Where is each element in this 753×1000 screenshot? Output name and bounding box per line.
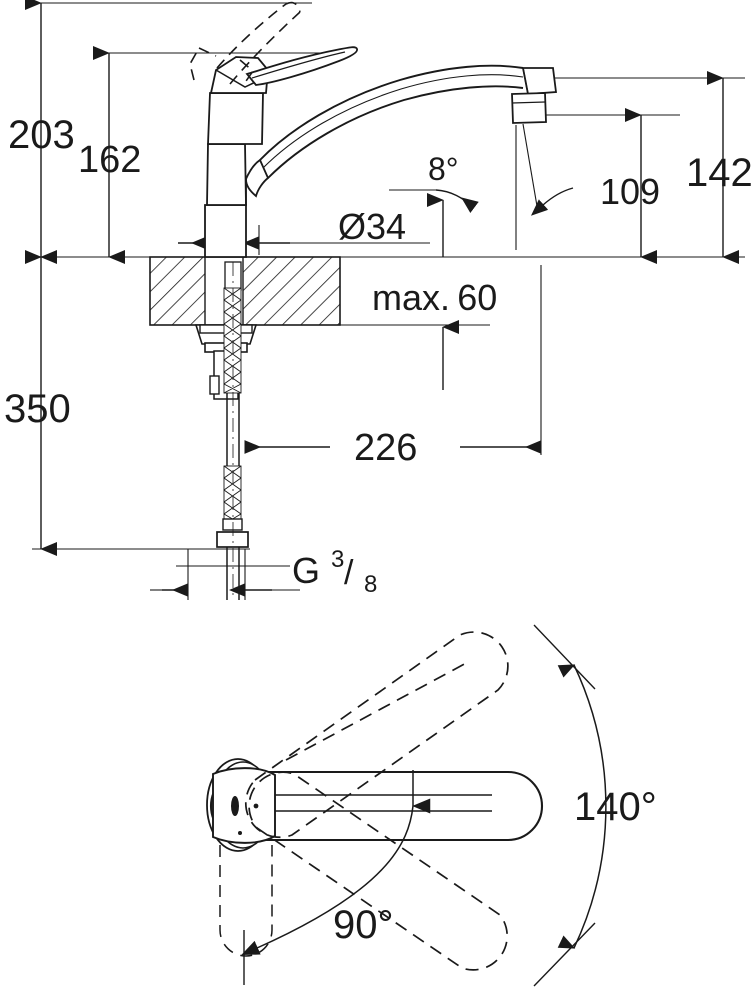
spout-plan-phantom-upper — [244, 631, 509, 839]
supply-shank-lug — [209, 375, 220, 395]
thread-label-group: G 3 / 8 — [292, 546, 377, 598]
lever-plan-pin — [253, 803, 259, 809]
lever-plan-cap — [212, 767, 276, 844]
dim-label-162: 162 — [78, 139, 141, 181]
dim-label-140deg: 140° — [574, 785, 657, 829]
lever-handle-crease — [251, 51, 346, 79]
arc-140-leg-upper — [533, 624, 596, 690]
axis-tilted-aerator — [522, 123, 539, 213]
leader-8deg-right — [530, 187, 574, 216]
lever-plan-dot — [238, 831, 242, 835]
swivel-arc-90 — [241, 770, 431, 985]
faucet-housing-lower — [206, 143, 247, 206]
dim-label-dia34: Ø34 — [338, 206, 406, 247]
spout-head-bevel — [522, 67, 529, 95]
dim-label-226: 226 — [354, 427, 417, 469]
thread-label-slash: / — [344, 554, 354, 592]
arc-140-leg-lower — [533, 922, 596, 987]
dim-label-203: 203 — [8, 113, 75, 157]
dim-label-8deg: 8° — [428, 151, 459, 187]
faucet-housing-upper — [207, 92, 264, 145]
elevation-view: 203 162 350 142 109 Ø34 max. 60 226 8° G… — [4, 0, 753, 600]
plan-swivel-view: 140° 90° — [206, 624, 657, 987]
plan-base-phantom — [219, 845, 273, 957]
dim-label-142: 142 — [686, 151, 753, 195]
aerator-housing — [511, 92, 547, 124]
dim-label-max60: max. 60 — [372, 277, 497, 318]
thread-label-prefix: G — [292, 550, 320, 591]
leader-8deg-left — [435, 189, 479, 214]
swivel-arc-140 — [533, 624, 607, 987]
supply-union-nut — [216, 531, 249, 548]
lever-handle-open-phantom — [189, 1, 301, 85]
spout-plan-phantom-lower — [248, 771, 508, 971]
deck-hatch-fill — [150, 257, 340, 325]
lever-handle — [245, 46, 358, 86]
spout-plan-solid — [209, 767, 544, 844]
spout-bottom-edge — [267, 85, 524, 179]
spout-highlight-line — [262, 74, 524, 169]
dim-label-109: 109 — [600, 171, 660, 212]
dim-label-90deg: 90° — [333, 903, 394, 947]
aerator-ring-line — [511, 101, 546, 104]
deck-counter-section — [149, 256, 341, 326]
faucet-shank — [204, 204, 247, 258]
dim-label-350: 350 — [4, 387, 71, 431]
spout-top-edge — [259, 64, 524, 161]
faucet-body-elevation — [189, 1, 558, 258]
hose-knurl-bottom — [223, 465, 242, 525]
spout-root — [245, 158, 270, 198]
lever-plan-slot — [231, 796, 239, 816]
hose-ferrule — [222, 518, 243, 531]
elevation-dimension-lines — [24, 0, 740, 597]
hose-knurl-top — [223, 287, 242, 394]
supply-assembly-elevation — [194, 261, 258, 600]
thread-label-numerator: 3 — [331, 546, 344, 573]
angle-8deg-callout — [435, 123, 574, 250]
thread-label-denominator: 8 — [364, 571, 377, 598]
